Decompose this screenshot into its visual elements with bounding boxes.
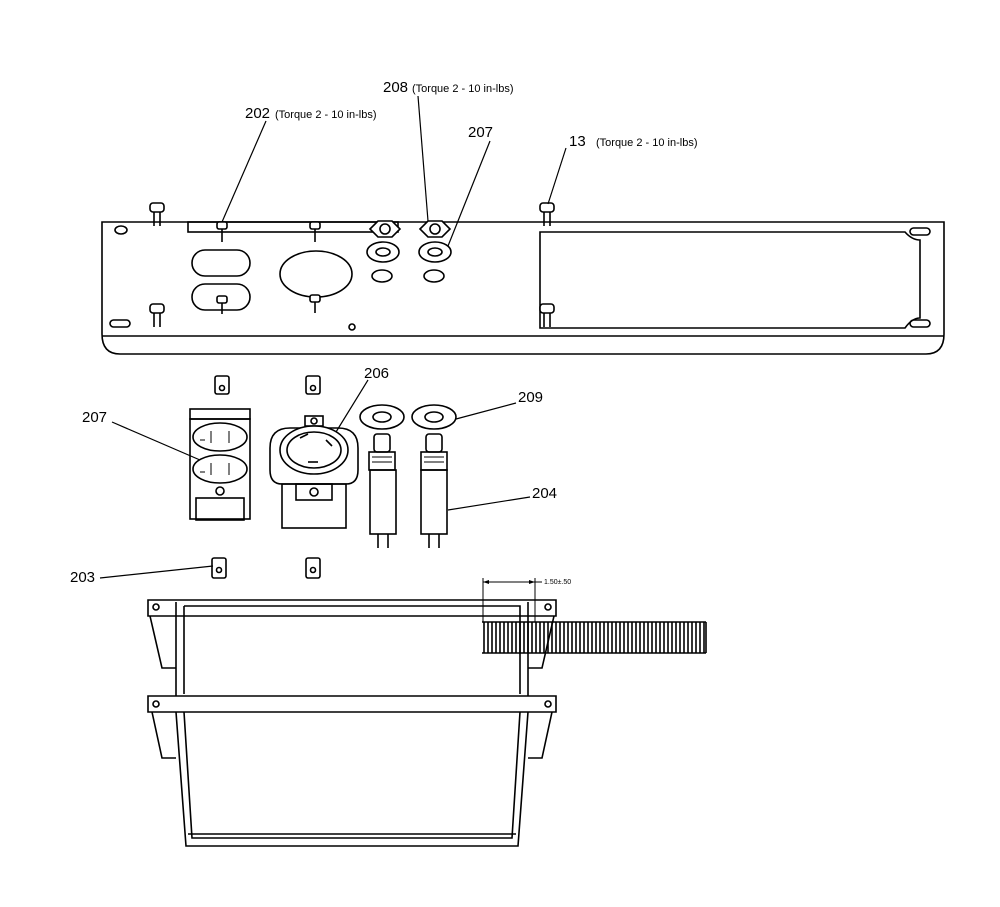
- callout-209-number: 209: [518, 389, 543, 406]
- callout-206-number: 206: [364, 365, 389, 382]
- callout-202-note: (Torque 2 - 10 in-lbs): [275, 109, 377, 121]
- callout-13-note: (Torque 2 - 10 in-lbs): [596, 137, 698, 149]
- callout-204-number: 204: [532, 485, 557, 502]
- callout-13-number: 13: [569, 133, 586, 150]
- duplex-cutout-upper: [191, 249, 251, 277]
- front-panel: [101, 221, 945, 355]
- conduit-dimension: 1.50±.50: [482, 578, 571, 622]
- callout-207-top-number: 207: [468, 124, 493, 141]
- breaker-nut-washer-set: [366, 220, 452, 263]
- callout-208-number: 208: [383, 79, 408, 96]
- duplex-cutout-lower: [191, 283, 251, 311]
- panel-screw: [149, 202, 165, 226]
- twistlock-receptacle: [269, 415, 359, 529]
- callout-208-note: (Torque 2 - 10 in-lbs): [412, 83, 514, 95]
- enclosure-box: [147, 599, 557, 847]
- panel-screw: [539, 303, 555, 327]
- twistlock-cutout: [279, 250, 353, 298]
- dimension-label: 1.50±.50: [544, 579, 571, 586]
- panel-screw: [539, 202, 555, 226]
- panel-screw-set: [149, 202, 555, 327]
- flexible-conduit: [482, 621, 707, 654]
- duplex-receptacle: [189, 408, 251, 521]
- flat-washer-set: [359, 404, 457, 430]
- circuit-breaker-right: [420, 433, 448, 548]
- mounting-clip-set: [211, 375, 321, 579]
- conduit-ribs: [483, 622, 705, 653]
- callout-203-number: 203: [70, 569, 95, 586]
- callout-207-left-number: 207: [82, 409, 107, 426]
- leader-lines: [99, 95, 567, 579]
- circuit-breaker-left: [368, 433, 397, 548]
- callout-202-number: 202: [245, 105, 270, 122]
- receptacle-screw-set: [216, 221, 321, 314]
- panel-screw: [149, 303, 165, 327]
